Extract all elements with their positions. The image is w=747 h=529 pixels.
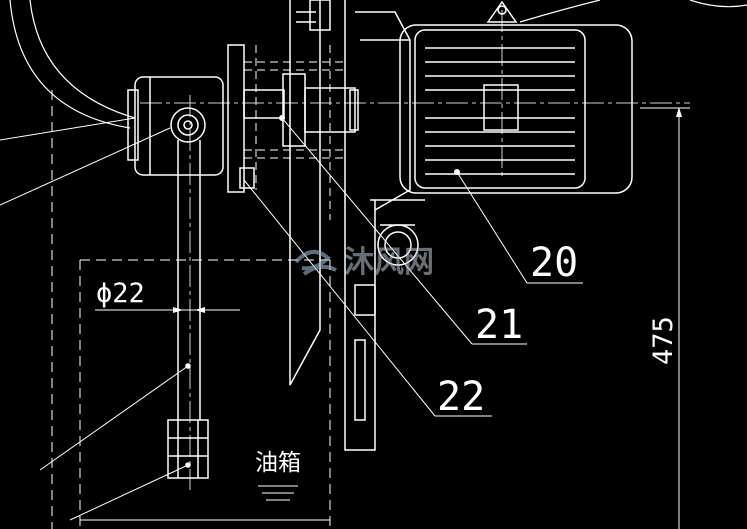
tank-label-underline (258, 485, 298, 501)
coupling-flange (227, 44, 359, 193)
part-21-leader (279, 115, 527, 345)
outer-arc (9, 0, 747, 129)
part-22-label: 22 (437, 374, 485, 420)
dip-rod (167, 140, 209, 479)
gear-housing (127, 76, 224, 176)
right-bracket (344, 0, 425, 451)
diameter-label: ϕ22 (96, 278, 145, 309)
left-leader-lines (0, 117, 171, 206)
part-21-label: 21 (475, 302, 523, 348)
part-22-leader (243, 179, 492, 417)
watermark-text: 沐风网 (344, 245, 434, 280)
oil-tank-label: 油箱 (255, 450, 301, 476)
wind-logo-icon (294, 250, 337, 276)
part-20-leader (454, 169, 583, 284)
hidden-lines (244, 45, 345, 220)
electric-motor (399, 0, 633, 194)
frame-dashed-lines (51, 90, 331, 529)
height-dimension (640, 107, 690, 529)
rod-leader-lines (39, 365, 330, 521)
part-20-label: 20 (530, 240, 578, 286)
vertical-plate (289, 0, 331, 386)
watermark: 沐风网 (294, 245, 434, 280)
height-dimension-label: 475 (648, 316, 679, 365)
